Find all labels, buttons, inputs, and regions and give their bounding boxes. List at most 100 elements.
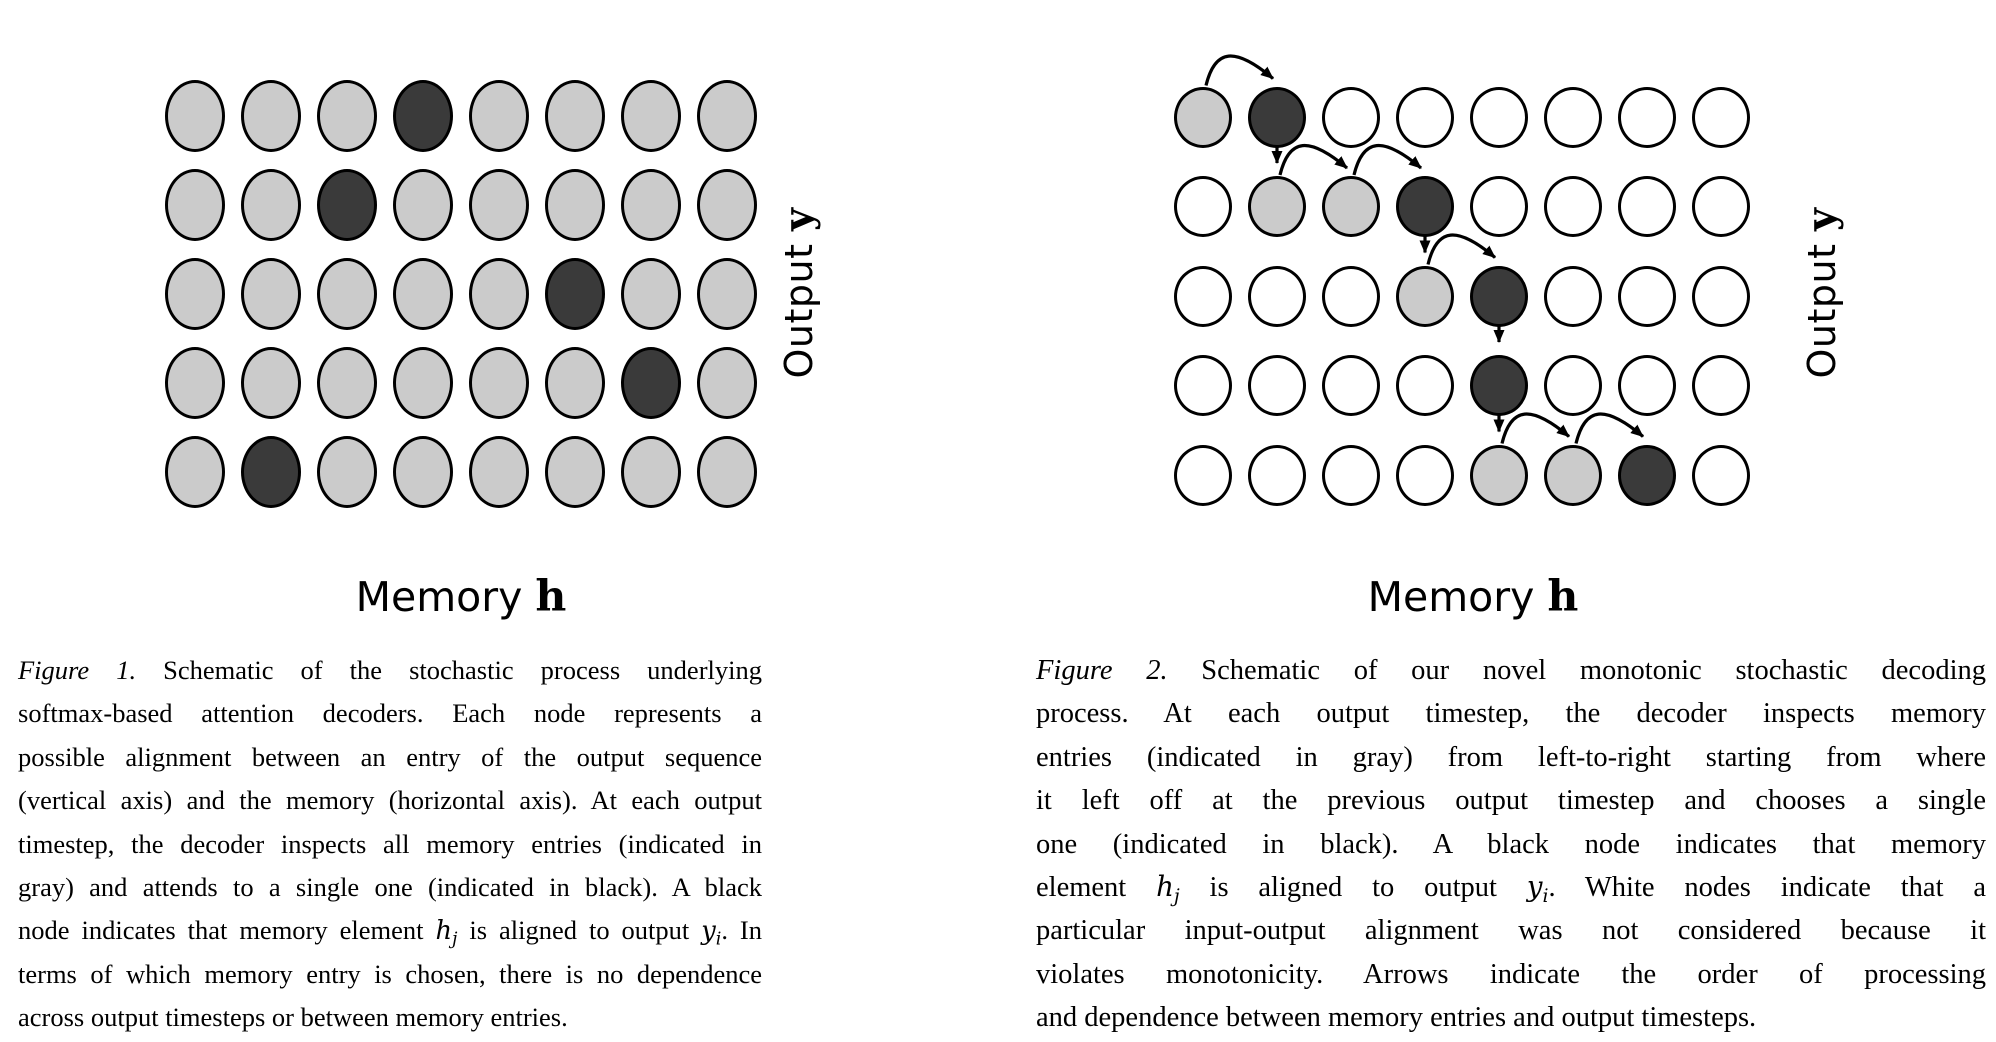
figure1-node-r5-c6-gray: [545, 436, 605, 508]
figure1-output-axis-word: Output: [777, 230, 821, 379]
figure2-caption-line-7: particular input-output alignment was no…: [1036, 909, 1986, 952]
figure2-node-r1-c3-white: [1322, 86, 1380, 148]
figure1-caption-run: . In: [721, 915, 763, 946]
figure2-node-r5-c1-white: [1174, 444, 1232, 506]
figure2-caption-run: one (indicated in black). A black node i…: [1036, 828, 1986, 860]
figure2-memory-axis-label: Memory h: [1368, 572, 1579, 622]
figure1-caption-line-3: possible alignment between an entry of t…: [18, 736, 762, 779]
figure2-node-r4-c2-white: [1248, 355, 1306, 416]
figure2-memory-axis-word: Memory: [1367, 573, 1548, 621]
figure1-node-r1-c4-black: [393, 80, 453, 152]
figure2-node-r2-c3-gray: [1322, 176, 1380, 237]
figure2-memory-axis-math-h: h: [1547, 572, 1579, 622]
figure2-node-r1-c4-white: [1396, 86, 1454, 148]
figure2-caption: Figure 2. Schematic of our novel monoton…: [1036, 649, 1986, 1040]
figure2-node-r2-c4-black: [1396, 176, 1454, 237]
figure1-caption-run: (vertical axis) and the memory (horizont…: [18, 785, 762, 816]
figure1-node-r3-c6-black: [545, 258, 605, 330]
figure2-output-axis-label: Output y: [1799, 207, 1845, 378]
figure2-node-r5-c7-black: [1618, 444, 1676, 506]
figure2-node-r1-c8-white: [1692, 86, 1750, 148]
figure1-caption-run: is aligned to output: [457, 915, 702, 946]
figure1-caption-line-5: timestep, the decoder inspects all memor…: [18, 823, 762, 866]
figure2-node-r3-c2-white: [1248, 265, 1306, 327]
figure2-node-r5-c4-white: [1396, 444, 1454, 506]
figure2-node-r2-c5-white: [1470, 176, 1528, 237]
figure2-node-r5-c8-white: [1692, 444, 1750, 506]
figure1-node-r4-c5-gray: [469, 347, 529, 419]
figure1-node-r2-c1-gray: [165, 169, 225, 241]
figure2-node-r4-c7-white: [1618, 355, 1676, 416]
figure2-caption-run: element: [1036, 871, 1157, 903]
figure2-node-r5-c5-gray: [1470, 444, 1528, 506]
figure1-node-r5-c4-gray: [393, 436, 453, 508]
figure2-node-r3-c1-white: [1174, 265, 1232, 327]
figure1-memory-axis-word: Memory: [355, 573, 536, 621]
figure1-caption-run: terms of which memory entry is chosen, t…: [18, 958, 762, 989]
figure2-caption-run: entries (indicated in gray) from left-to…: [1036, 741, 1986, 773]
figure2-node-r1-c7-white: [1618, 86, 1676, 148]
figure1-node-r2-c6-gray: [545, 169, 605, 241]
figure2-caption-line-8: violates monotonicity. Arrows indicate t…: [1036, 953, 1986, 996]
figure1-caption-line-1: Figure 1. Schematic of the stochastic pr…: [18, 649, 762, 692]
figure2-node-r2-c8-white: [1692, 176, 1750, 237]
figure1-caption-line-8: terms of which memory entry is chosen, t…: [18, 953, 762, 996]
figure1-node-r3-c5-gray: [469, 258, 529, 330]
figure1-node-r4-c2-gray: [241, 347, 301, 419]
figure1-node-r2-c5-gray: [469, 169, 529, 241]
figure2-node-r4-c4-white: [1396, 355, 1454, 416]
figure1-caption-run: node indicates that memory element: [18, 915, 436, 946]
figure2-arrow-arc-4: [1352, 143, 1423, 176]
figure2-node-r2-c6-white: [1544, 176, 1602, 237]
figure2-node-r1-c6-white: [1544, 86, 1602, 148]
figure1-node-r3-c7-gray: [621, 258, 681, 330]
figure2-node-r3-c5-black: [1470, 265, 1528, 327]
figure1-node-r3-c1-gray: [165, 258, 225, 330]
figure2-node-r3-c6-white: [1544, 265, 1602, 327]
figure1-memory-axis-math-h: h: [535, 572, 567, 622]
figure1-node-r1-c8-gray: [697, 80, 757, 152]
figure1-caption-line-7: node indicates that memory element hj is…: [18, 909, 762, 952]
figure1-node-r1-c6-gray: [545, 80, 605, 152]
figure2-node-r5-c3-white: [1322, 444, 1380, 506]
figure1-caption-run: Schematic of the stochastic process unde…: [136, 655, 762, 685]
figure2-node-r4-c8-white: [1692, 355, 1750, 416]
figure2-caption-line-4: it left off at the previous output times…: [1036, 779, 1986, 822]
figure2-node-r1-c5-white: [1470, 86, 1528, 148]
figure2-caption-run-mi: y: [1526, 869, 1543, 903]
figure2-caption-run: process. At each output timestep, the de…: [1036, 698, 1986, 730]
figure1-caption-line-4: (vertical axis) and the memory (horizont…: [18, 779, 762, 822]
figure1-node-r2-c3-black: [317, 169, 377, 241]
figure1-caption-line-9: across output timesteps or between memor…: [18, 996, 762, 1039]
figure1-caption-run-sub: j: [451, 929, 458, 950]
figure1-caption-line-2: softmax-based attention decoders. Each n…: [18, 692, 762, 735]
figure2-arrow-arc-6: [1426, 233, 1497, 265]
figure1-node-r1-c2-gray: [241, 80, 301, 152]
figure2-caption-run-sub: i: [1542, 885, 1549, 907]
figure2-node-r2-c1-white: [1174, 176, 1232, 237]
figure1-node-r5-c5-gray: [469, 436, 529, 508]
figure1-node-r2-c4-gray: [393, 169, 453, 241]
figure1-caption: Figure 1. Schematic of the stochastic pr…: [18, 649, 762, 1040]
figure1-caption-run-mi: y: [701, 916, 716, 947]
figure2-node-r4-c6-white: [1544, 355, 1602, 416]
figure1-node-r3-c8-gray: [697, 258, 757, 330]
figure2-node-r4-c3-white: [1322, 355, 1380, 416]
figure2-caption-run-mi: h: [1156, 869, 1174, 903]
figure1-caption-run-sub: i: [715, 929, 722, 950]
figure1-node-r5-c7-gray: [621, 436, 681, 508]
figure2-caption-run: it left off at the previous output times…: [1036, 785, 1986, 817]
figure2-arrow-arc-10: [1574, 412, 1645, 444]
figure1-node-r4-c7-black: [621, 347, 681, 419]
figure1-node-r2-c2-gray: [241, 169, 301, 241]
figure1-node-r1-c3-gray: [317, 80, 377, 152]
figure2-caption-line-1: Figure 2. Schematic of our novel monoton…: [1036, 649, 1986, 692]
figure2-caption-run-it: Figure 2.: [1036, 655, 1168, 686]
figure1-node-r5-c2-black: [241, 436, 301, 508]
figure2-caption-line-3: entries (indicated in gray) from left-to…: [1036, 736, 1986, 779]
figure1-caption-run: softmax-based attention decoders. Each n…: [18, 698, 762, 729]
figure2-output-axis-math-y: y: [1799, 207, 1845, 231]
figure1-node-r2-c7-gray: [621, 169, 681, 241]
figure2-node-r4-c1-white: [1174, 355, 1232, 416]
